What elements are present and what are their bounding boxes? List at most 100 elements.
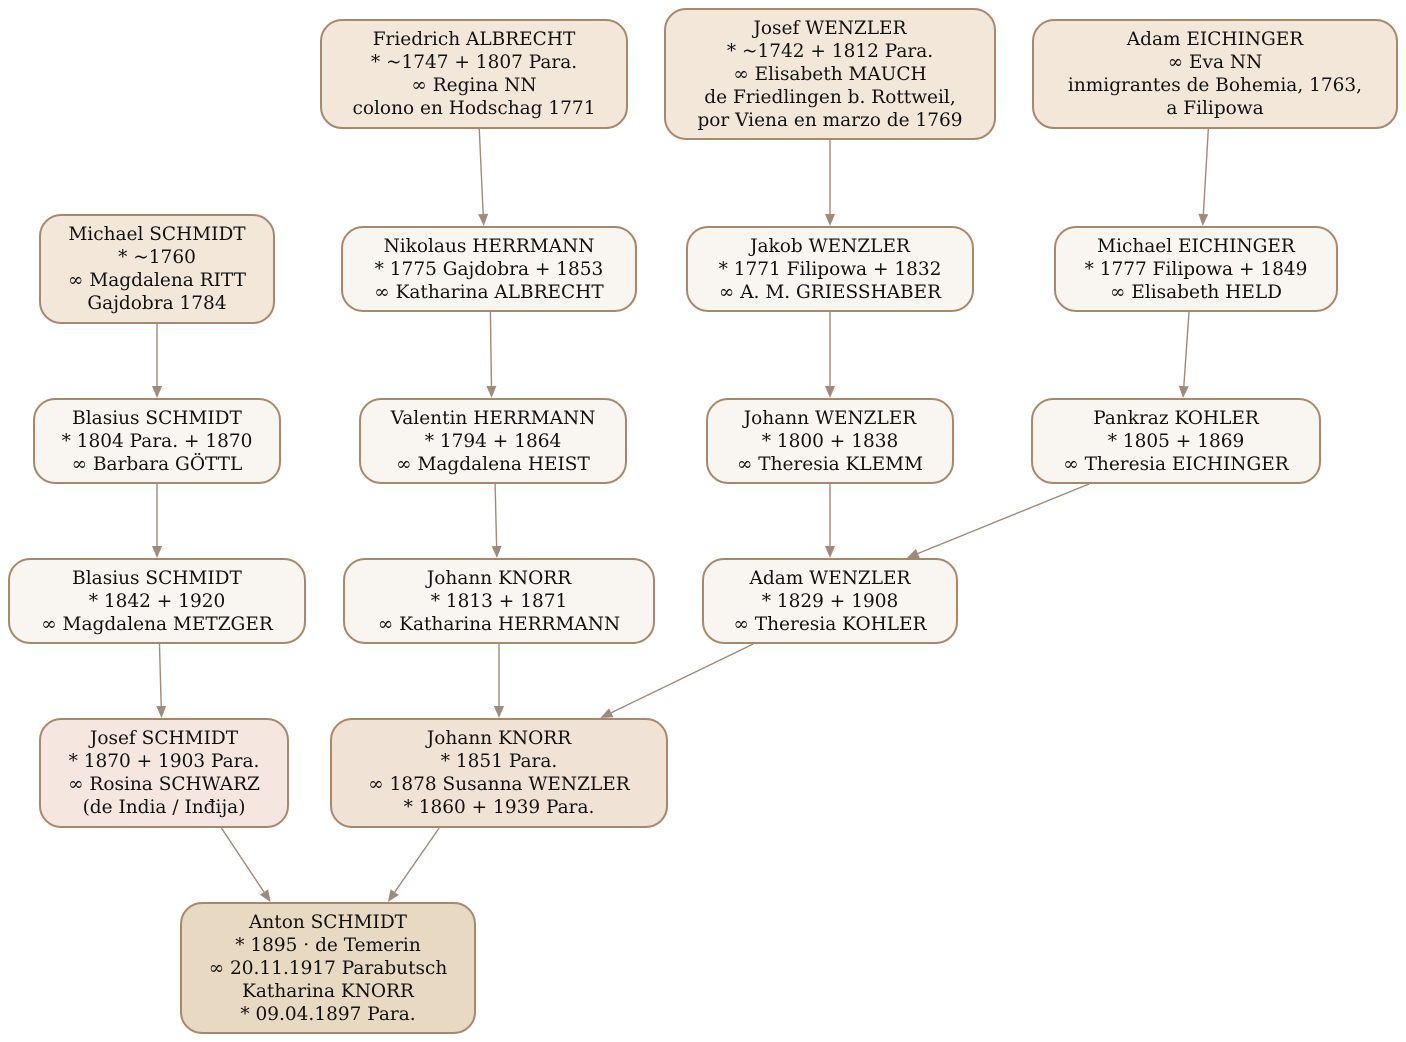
node-text-line: ∞ Barbara GÖTTL bbox=[71, 453, 243, 475]
edge-nikolaus_herrmann-to-valentin_herrmann bbox=[486, 311, 497, 398]
node-text-line: * 1794 + 1864 bbox=[424, 430, 562, 452]
edge-line bbox=[489, 311, 493, 387]
node-text-line: Anton SCHMIDT bbox=[248, 911, 408, 933]
node-text-line: por Viena en marzo de 1769 bbox=[697, 109, 963, 131]
node-text-line: * 1870 + 1903 Para. bbox=[68, 751, 260, 772]
edge-michael_eichinger-to-pankraz_kohler bbox=[1178, 311, 1190, 398]
node-text-line: de Friedlingen b. Rottweil, bbox=[704, 86, 956, 108]
arrowhead-icon bbox=[486, 385, 497, 398]
node-text-line: Josef WENZLER bbox=[753, 17, 907, 39]
node-text-line: Katharina KNORR bbox=[242, 980, 414, 1002]
edge-line bbox=[478, 128, 484, 215]
edge-adam_wenzler-to-johann_knorr_1851 bbox=[600, 643, 754, 718]
arrowhead-icon bbox=[156, 705, 167, 718]
node-text-line: ∞ Theresia EICHINGER bbox=[1063, 453, 1289, 475]
node-text-line: ∞ Eva NN bbox=[1167, 52, 1263, 73]
node-anton-schmidt: Anton SCHMIDT* 1895 · de Temerin∞ 20.11.… bbox=[180, 902, 476, 1034]
node-pankraz-kohler: Pankraz KOHLER* 1805 + 1869∞ Theresia EI… bbox=[1031, 398, 1321, 484]
node-text-line: ∞ Theresia KLEMM bbox=[736, 453, 924, 475]
edge-blasius_schmidt_1842-to-josef_schmidt bbox=[156, 643, 167, 718]
node-text-line: ∞ Regina NN bbox=[411, 75, 537, 96]
node-johann-wenzler: Johann WENZLER* 1800 + 1838∞ Theresia KL… bbox=[706, 398, 954, 484]
arrowhead-icon bbox=[387, 889, 399, 902]
node-text-line: * 09.04.1897 Para. bbox=[240, 1003, 416, 1025]
node-text-line: * 1895 · de Temerin bbox=[235, 934, 421, 956]
node-text-line: Nikolaus HERRMANN bbox=[383, 235, 595, 257]
node-johann-knorr-1813: Johann KNORR* 1813 + 1871∞ Katharina HER… bbox=[343, 558, 655, 644]
arrowhead-icon bbox=[494, 706, 504, 718]
arrowhead-icon bbox=[825, 214, 835, 226]
node-text-line: Pankraz KOHLER bbox=[1093, 407, 1259, 429]
node-adam-wenzler: Adam WENZLER* 1829 + 1908∞ Theresia KOHL… bbox=[702, 558, 958, 644]
node-text-line: inmigrantes de Bohemia, 1763, bbox=[1067, 75, 1363, 96]
node-text-line: Adam EICHINGER bbox=[1126, 29, 1304, 50]
node-blasius-schmidt-1842: Blasius SCHMIDT* 1842 + 1920∞ Magdalena … bbox=[8, 558, 306, 644]
edge-line bbox=[494, 483, 498, 547]
node-text-line: Josef SCHMIDT bbox=[89, 728, 239, 749]
arrowhead-icon bbox=[152, 386, 162, 398]
node-text-line: * 1775 Gajdobra + 1853 bbox=[374, 258, 604, 280]
node-jakob-wenzler: Jakob WENZLER* 1771 Filipowa + 1832∞ A. … bbox=[686, 226, 974, 312]
node-text-line: * 1851 Para. bbox=[440, 751, 558, 772]
edge-line bbox=[394, 827, 440, 893]
node-text-line: ∞ Katharina ALBRECHT bbox=[374, 281, 604, 303]
node-text-line: Blasius SCHMIDT bbox=[72, 407, 242, 429]
node-valentin-herrmann: Valentin HERRMANN* 1794 + 1864∞ Magdalen… bbox=[359, 398, 627, 484]
node-michael-eichinger: Michael EICHINGER* 1777 Filipowa + 1849∞… bbox=[1054, 226, 1338, 312]
node-text-line: ∞ Magdalena METZGER bbox=[41, 613, 273, 635]
node-text-line: Johann KNORR bbox=[426, 728, 572, 749]
edge-line bbox=[158, 643, 162, 707]
edge-johann_knorr_1813-to-johann_knorr_1851 bbox=[494, 644, 504, 718]
node-text-line: Jakob WENZLER bbox=[750, 235, 910, 257]
node-friedrich-albrecht: Friedrich ALBRECHT* ~1747 + 1807 Para.∞ … bbox=[320, 19, 628, 129]
arrowhead-icon bbox=[152, 546, 162, 558]
edge-pankraz_kohler-to-adam_wenzler bbox=[906, 483, 1090, 559]
node-blasius-schmidt-1804: Blasius SCHMIDT* 1804 Para. + 1870∞ Barb… bbox=[33, 398, 281, 484]
node-text-line: colono en Hodschag 1771 bbox=[352, 98, 596, 119]
node-text-line: Michael EICHINGER bbox=[1097, 235, 1295, 257]
edge-johann_wenzler-to-adam_wenzler bbox=[825, 484, 835, 558]
node-text-line: * ~1747 + 1807 Para. bbox=[370, 52, 578, 73]
node-text-line: (de India / Inđija) bbox=[82, 797, 246, 818]
node-text-line: * 1771 Filipowa + 1832 bbox=[718, 258, 942, 280]
node-text-line: * ~1760 bbox=[118, 247, 196, 268]
node-text-line: ∞ A. M. GRIESSHABER bbox=[718, 281, 942, 303]
edge-johann_knorr_1851-to-anton_schmidt bbox=[387, 827, 440, 902]
node-josef-wenzler: Josef WENZLER* ~1742 + 1812 Para.∞ Elisa… bbox=[664, 8, 996, 140]
node-text-line: * 1804 Para. + 1870 bbox=[61, 430, 253, 452]
node-text-line: ∞ 20.11.1917 Parabutsch bbox=[208, 957, 448, 979]
node-text-line: Gajdobra 1784 bbox=[87, 293, 227, 314]
node-text-line: a Filipowa bbox=[1166, 98, 1264, 119]
edge-blasius_schmidt_1804-to-blasius_schmidt_1842 bbox=[152, 484, 162, 558]
node-text-line: * 1813 + 1871 bbox=[430, 590, 568, 612]
node-text-line: ∞ 1878 Susanna WENZLER bbox=[368, 774, 630, 795]
edge-line bbox=[1202, 128, 1210, 215]
node-text-line: * ~1742 + 1812 Para. bbox=[726, 40, 934, 62]
node-text-line: * 1842 + 1920 bbox=[88, 590, 226, 612]
node-nikolaus-herrmann: Nikolaus HERRMANN* 1775 Gajdobra + 1853∞… bbox=[341, 226, 637, 312]
edge-michael_schmidt-to-blasius_schmidt_1804 bbox=[152, 324, 162, 398]
arrowhead-icon bbox=[825, 386, 835, 398]
node-text-line: ∞ Elisabeth MAUCH bbox=[733, 63, 927, 85]
node-text-line: ∞ Theresia KOHLER bbox=[733, 613, 927, 635]
node-text-line: * 1829 + 1908 bbox=[761, 590, 899, 612]
node-text-line: Michael SCHMIDT bbox=[68, 224, 246, 245]
arrowhead-icon bbox=[825, 546, 835, 558]
node-text-line: ∞ Magdalena HEIST bbox=[396, 453, 590, 475]
node-text-line: * 1800 + 1838 bbox=[761, 430, 899, 452]
node-text-line: ∞ Rosina SCHWARZ bbox=[68, 774, 260, 795]
node-josef-schmidt: Josef SCHMIDT* 1870 + 1903 Para.∞ Rosina… bbox=[39, 718, 289, 828]
node-text-line: * 1777 Filipowa + 1849 bbox=[1084, 258, 1308, 280]
edge-josef_wenzler-to-jakob_wenzler bbox=[825, 140, 835, 226]
node-text-line: ∞ Magdalena RITT bbox=[68, 270, 246, 291]
edge-line bbox=[917, 483, 1090, 555]
node-text-line: Friedrich ALBRECHT bbox=[372, 29, 576, 50]
arrowhead-icon bbox=[1178, 385, 1189, 398]
arrowhead-icon bbox=[491, 545, 502, 558]
node-text-line: Adam WENZLER bbox=[749, 567, 911, 589]
edge-adam_eichinger-to-michael_eichinger bbox=[1198, 128, 1210, 226]
arrowhead-icon bbox=[259, 889, 271, 902]
